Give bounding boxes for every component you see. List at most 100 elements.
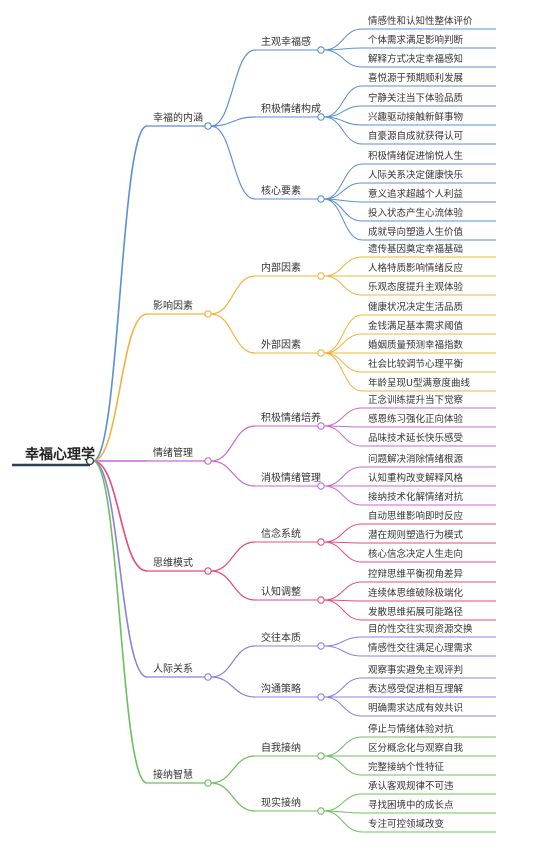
leaf-label[interactable]: 正念训练提升当下觉察 xyxy=(368,394,464,406)
leaf-node[interactable]: 婚姻质量预测幸福指数 xyxy=(362,339,496,354)
leaf-node[interactable]: 意义追求超越个人利益 xyxy=(362,188,496,203)
leaf-node[interactable]: 认知重构改变解释风格 xyxy=(362,472,496,487)
group-collapse-dot[interactable] xyxy=(317,46,325,54)
group[interactable]: 现实接纳 xyxy=(255,796,325,815)
group-label[interactable]: 积极情绪培养 xyxy=(261,411,321,424)
leaf-label[interactable]: 意义追求超越个人利益 xyxy=(368,188,464,200)
group-label[interactable]: 外部因素 xyxy=(261,338,301,351)
group[interactable]: 积极情绪培养 xyxy=(255,411,325,430)
branch[interactable]: 人际关系 xyxy=(147,662,212,681)
leaf-node[interactable]: 积极情绪促进愉悦人生 xyxy=(362,150,496,165)
group-collapse-dot[interactable] xyxy=(317,113,325,121)
leaf-label[interactable]: 区分概念化与观察自我 xyxy=(368,742,464,754)
group[interactable]: 主观幸福感 xyxy=(255,35,325,54)
leaf-node[interactable]: 喜悦源于预期顺利发展 xyxy=(362,72,496,87)
leaf-node[interactable]: 问题解决消除情绪根源 xyxy=(362,453,496,468)
leaf-node[interactable]: 成就导向塑造人生价值 xyxy=(362,226,496,241)
group-label[interactable]: 核心要素 xyxy=(261,184,301,197)
leaf-label[interactable]: 年龄呈现U型满意度曲线 xyxy=(368,377,470,389)
branch-collapse-dot[interactable] xyxy=(204,457,212,465)
leaf-node[interactable]: 人格特质影响情绪反应 xyxy=(362,262,496,277)
leaf-node[interactable]: 自豪源自成就获得认可 xyxy=(362,130,496,145)
branch-label[interactable]: 思维模式 xyxy=(153,556,193,569)
branch-collapse-dot[interactable] xyxy=(204,673,212,681)
leaf-label[interactable]: 积极情绪促进愉悦人生 xyxy=(368,150,464,162)
leaf-node[interactable]: 核心信念决定人生走向 xyxy=(362,548,496,563)
group[interactable]: 内部因素 xyxy=(255,261,325,280)
leaf-node[interactable]: 控辩思维平衡视角差异 xyxy=(362,568,496,583)
branch-label[interactable]: 幸福的内涵 xyxy=(153,111,203,124)
leaf-node[interactable]: 感恩练习强化正向体验 xyxy=(362,413,496,428)
group[interactable]: 核心要素 xyxy=(255,184,325,203)
leaf-label[interactable]: 人际关系决定健康快乐 xyxy=(368,169,464,181)
group[interactable]: 自我接纳 xyxy=(255,741,325,760)
branch-label[interactable]: 人际关系 xyxy=(153,662,193,675)
leaf-label[interactable]: 情感性和认知性整体评价 xyxy=(368,15,473,27)
leaf-label[interactable]: 感恩练习强化正向体验 xyxy=(368,413,464,425)
leaf-label[interactable]: 认知重构改变解释风格 xyxy=(368,472,464,484)
leaf-label[interactable]: 专注可控领域改变 xyxy=(368,818,445,830)
leaf-label[interactable]: 表达感受促进相互理解 xyxy=(368,683,464,695)
leaf-label[interactable]: 金钱满足基本需求阈值 xyxy=(368,320,464,332)
leaf-label[interactable]: 控辩思维平衡视角差异 xyxy=(368,568,464,580)
leaf-label[interactable]: 兴趣驱动接触新鲜事物 xyxy=(368,111,464,123)
leaf-node[interactable]: 寻找困境中的成长点 xyxy=(362,799,496,814)
leaf-label[interactable]: 寻找困境中的成长点 xyxy=(368,799,454,811)
group-collapse-dot[interactable] xyxy=(317,642,325,650)
leaf-node[interactable]: 年龄呈现U型满意度曲线 xyxy=(362,377,496,392)
leaf-node[interactable]: 人际关系决定健康快乐 xyxy=(362,169,496,184)
branch-label[interactable]: 影响因素 xyxy=(153,299,193,312)
leaf-label[interactable]: 情感性交往满足心理需求 xyxy=(368,642,473,654)
leaf-label[interactable]: 个体需求满足影响判断 xyxy=(368,34,464,46)
leaf-node[interactable]: 品味技术延长快乐感受 xyxy=(362,432,496,447)
leaf-node[interactable]: 社会比较调节心理平衡 xyxy=(362,358,496,373)
group[interactable]: 信念系统 xyxy=(255,527,325,546)
branch-collapse-dot[interactable] xyxy=(204,310,212,318)
branch-collapse-dot[interactable] xyxy=(204,122,212,130)
group-collapse-dot[interactable] xyxy=(317,693,325,701)
leaf-label[interactable]: 宁静关注当下体验品质 xyxy=(368,92,464,104)
leaf-label[interactable]: 完整接纳个性特征 xyxy=(368,761,445,773)
group-collapse-dot[interactable] xyxy=(317,272,325,280)
leaf-label[interactable]: 发散思维拓展可能路径 xyxy=(368,606,464,618)
leaf-node[interactable]: 自动思维影响即时反应 xyxy=(362,510,496,525)
group-label[interactable]: 信念系统 xyxy=(261,527,301,540)
branch-collapse-dot[interactable] xyxy=(204,779,212,787)
group-collapse-dot[interactable] xyxy=(317,422,325,430)
leaf-label[interactable]: 成就导向塑造人生价值 xyxy=(368,226,464,238)
leaf-label[interactable]: 品味技术延长快乐感受 xyxy=(368,432,463,444)
leaf-node[interactable]: 遗传基因奠定幸福基础 xyxy=(362,243,496,258)
branch[interactable]: 接纳智慧 xyxy=(147,768,212,787)
group-label[interactable]: 内部因素 xyxy=(261,261,301,274)
group[interactable]: 外部因素 xyxy=(255,338,325,357)
leaf-label[interactable]: 核心信念决定人生走向 xyxy=(368,548,463,560)
leaf-label[interactable]: 连续体思维破除极端化 xyxy=(368,587,464,599)
leaf-node[interactable]: 区分概念化与观察自我 xyxy=(362,742,496,757)
leaf-node[interactable]: 发散思维拓展可能路径 xyxy=(362,606,496,621)
leaf-label[interactable]: 投入状态产生心流体验 xyxy=(368,207,464,219)
leaf-label[interactable]: 自豪源自成就获得认可 xyxy=(368,130,463,142)
leaf-label[interactable]: 社会比较调节心理平衡 xyxy=(368,358,464,370)
group-label[interactable]: 自我接纳 xyxy=(261,741,301,754)
root-label[interactable]: 幸福心理学 xyxy=(25,446,95,463)
leaf-node[interactable]: 投入状态产生心流体验 xyxy=(362,207,496,222)
group-label[interactable]: 交往本质 xyxy=(261,631,301,644)
root-node[interactable]: 幸福心理学 xyxy=(12,446,95,467)
branch[interactable]: 情绪管理 xyxy=(147,446,212,465)
leaf-label[interactable]: 停止与情绪体验对抗 xyxy=(368,723,454,735)
group-label[interactable]: 主观幸福感 xyxy=(261,35,311,48)
leaf-node[interactable]: 目的性交往实现资源交换 xyxy=(362,623,496,638)
group[interactable]: 消极情绪管理 xyxy=(255,471,325,490)
leaf-label[interactable]: 明确需求达成有效共识 xyxy=(368,702,463,714)
group-collapse-dot[interactable] xyxy=(317,349,325,357)
leaf-node[interactable]: 专注可控领域改变 xyxy=(362,818,496,833)
leaf-label[interactable]: 目的性交往实现资源交换 xyxy=(368,623,473,635)
group-label[interactable]: 积极情绪构成 xyxy=(261,102,321,115)
leaf-label[interactable]: 婚姻质量预测幸福指数 xyxy=(368,339,464,351)
branch[interactable]: 影响因素 xyxy=(147,299,212,318)
leaf-label[interactable]: 解释方式决定幸福感知 xyxy=(368,53,463,65)
leaf-node[interactable]: 接纳技术化解情绪对抗 xyxy=(362,491,496,506)
branch[interactable]: 幸福的内涵 xyxy=(147,111,212,130)
leaf-node[interactable]: 情感性和认知性整体评价 xyxy=(362,15,496,30)
leaf-label[interactable]: 遗传基因奠定幸福基础 xyxy=(368,243,463,255)
